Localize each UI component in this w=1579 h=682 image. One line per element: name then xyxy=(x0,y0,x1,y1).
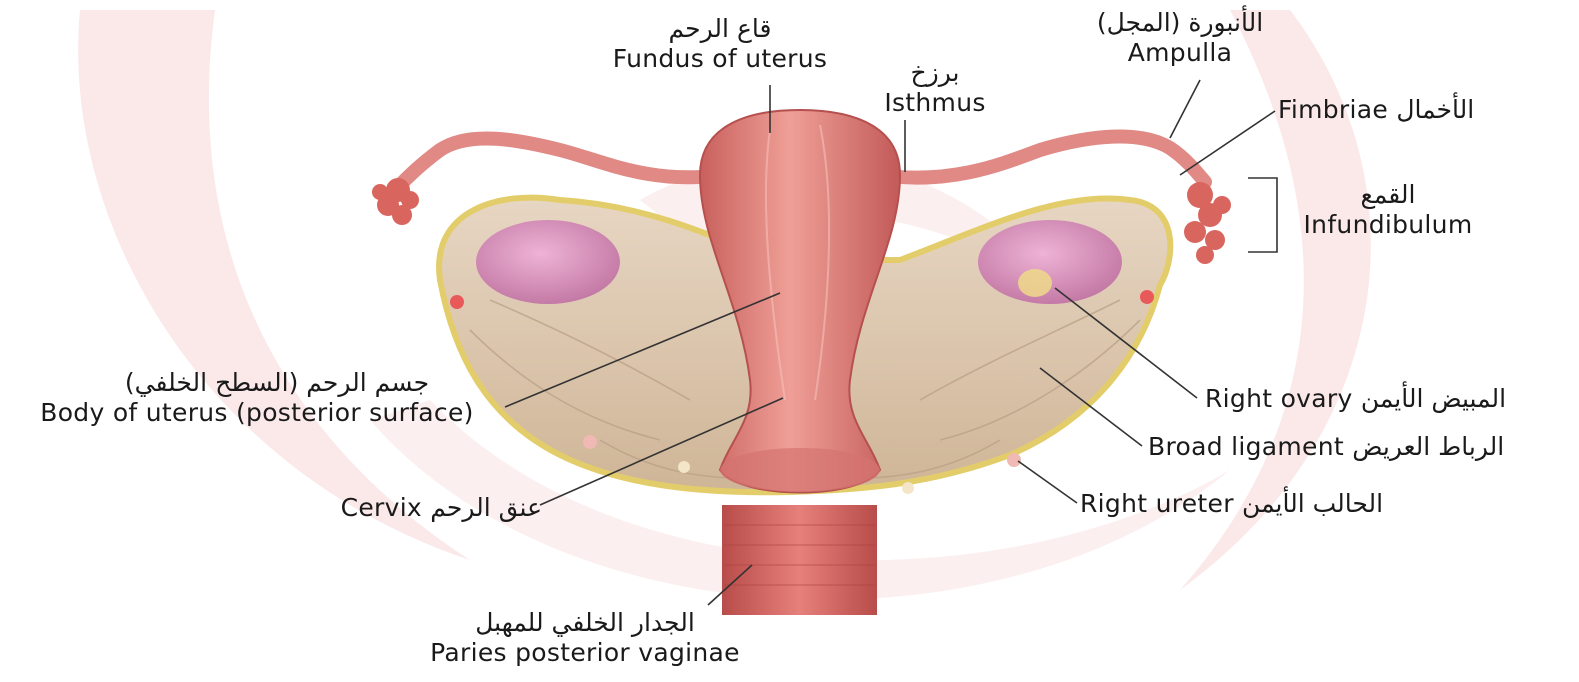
label-broad-ligament: Broad ligament الرباط العريض xyxy=(1148,432,1504,462)
label-vagina-ar: الجدار الخلفي للمهبل xyxy=(395,608,775,638)
label-body-en: Body of uterus (posterior surface) xyxy=(2,398,512,428)
label-isthmus-en: Isthmus xyxy=(860,88,1010,118)
label-right-ovary: Right ovary المبيض الأيمن xyxy=(1205,384,1506,414)
label-cervix-text: Cervix عنق الرحم xyxy=(341,493,542,522)
right-ovary-shape xyxy=(978,220,1122,304)
label-fimbriae-text: Fimbriae الأخمال xyxy=(1278,95,1474,124)
label-vagina: الجدار الخلفي للمهبل Paries posterior va… xyxy=(395,608,775,668)
right-tube-shape xyxy=(880,136,1205,182)
left-ovary-shape xyxy=(476,220,620,304)
label-fundus-en: Fundus of uterus xyxy=(595,44,845,74)
label-broad-ligament-text: Broad ligament الرباط العريض xyxy=(1148,432,1504,461)
label-infundibulum-ar: القمع xyxy=(1283,180,1493,210)
label-cervix: Cervix عنق الرحم xyxy=(290,493,542,523)
label-vagina-en: Paries posterior vaginae xyxy=(395,638,775,668)
label-ampulla: الأنبورة (المجل) Ampulla xyxy=(1070,8,1290,68)
label-ampulla-en: Ampulla xyxy=(1070,38,1290,68)
label-body-of-uterus: جسم الرحم (السطح الخلفي) Body of uterus … xyxy=(2,368,512,428)
left-tube-shape xyxy=(400,138,720,185)
label-infundibulum-en: Infundibulum xyxy=(1283,210,1493,240)
label-fimbriae: Fimbriae الأخمال xyxy=(1278,95,1474,125)
vagina-shape xyxy=(722,505,877,615)
label-isthmus-ar: برزخ xyxy=(860,58,1010,88)
label-ampulla-ar: الأنبورة (المجل) xyxy=(1070,8,1290,38)
label-body-ar: جسم الرحم (السطح الخلفي) xyxy=(2,368,512,398)
label-fundus-ar: قاع الرحم xyxy=(595,14,845,44)
label-isthmus: برزخ Isthmus xyxy=(860,58,1010,118)
label-infundibulum: القمع Infundibulum xyxy=(1283,180,1493,240)
label-fundus: قاع الرحم Fundus of uterus xyxy=(595,14,845,74)
label-right-ureter-text: Right ureter الحالب الأيمن xyxy=(1080,489,1383,518)
label-right-ovary-text: Right ovary المبيض الأيمن xyxy=(1205,384,1506,413)
label-right-ureter: Right ureter الحالب الأيمن xyxy=(1080,489,1383,519)
right-fimbriae-shape xyxy=(1184,182,1231,264)
left-fimbriae-shape xyxy=(372,178,419,225)
